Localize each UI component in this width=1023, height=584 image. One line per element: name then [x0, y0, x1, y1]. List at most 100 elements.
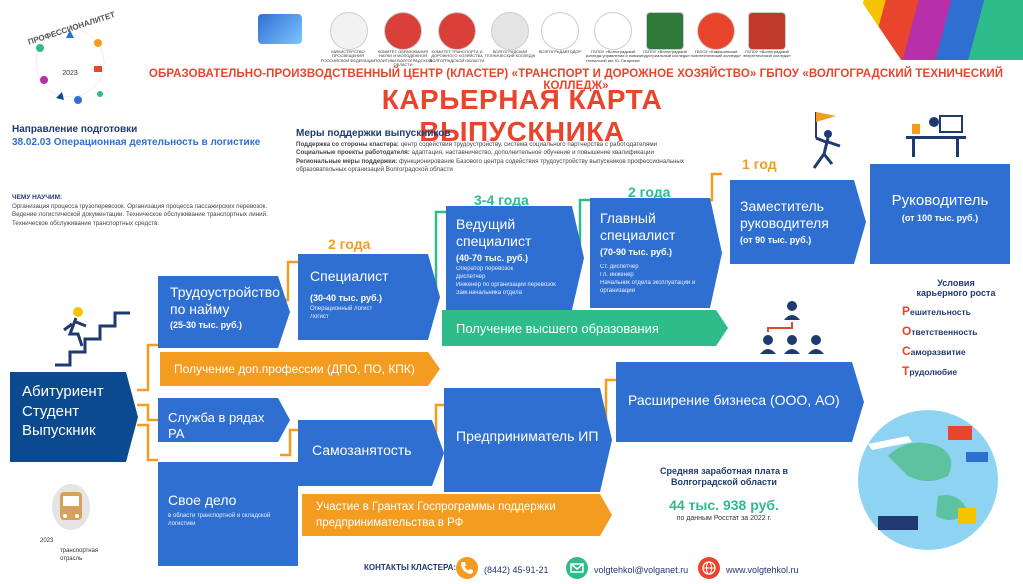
partner-caption: ГБПОУ «Волгоградский энергетический колл…	[743, 49, 791, 59]
expansion-label: Расширение бизнеса (ООО, АО)	[628, 392, 840, 408]
self-employment-label: Самозанятость	[312, 442, 412, 458]
condition-item: Решительность	[896, 304, 1016, 318]
years-label: 3-4 года	[474, 192, 529, 208]
condition-text: рудолюбие	[909, 367, 958, 377]
professionalitet-logo: ПРОФЕССИОНАЛИТЕТ 2023	[20, 8, 120, 112]
support-block: Меры поддержки выпускников Поддержка со …	[296, 128, 716, 174]
partner-caption: ВОЛГОГРАДАВТОДОР	[538, 49, 582, 54]
years-label: 2 года	[628, 184, 671, 200]
condition-letter: Р	[902, 304, 911, 318]
avg-salary-value: 44 тыс. 938 руб.	[669, 496, 779, 513]
grants-band: Участие в Грантах Госпрограммы поддержки…	[302, 494, 612, 536]
support-line-label: Поддержка со стороны кластера:	[296, 141, 399, 148]
head-salary: (от 100 тыс. руб.)	[901, 213, 979, 223]
dpo-band: Получение доп.профессии (ДПО, ПО, КПК)	[160, 352, 440, 386]
chief-salary: (70-90 тыс. руб.)	[600, 246, 673, 257]
partner-logo-rosprof	[258, 14, 302, 44]
partner-emblem-icon	[594, 12, 632, 50]
conditions-title: Условия	[937, 278, 975, 288]
chief-role: Гл. инженер	[600, 271, 634, 278]
army-box: Служба в рядах РА	[158, 398, 290, 442]
support-line-text: функционирование Базового центра содейст…	[296, 157, 684, 174]
email-link[interactable]: volgtehkol@volganet.ru	[594, 565, 689, 575]
email-icon	[566, 557, 588, 579]
deputy-box: Заместитель руководителя (от 90 тыс. руб…	[730, 180, 866, 264]
employment-label: по найму	[170, 300, 230, 317]
partner-emblem-icon	[541, 12, 579, 50]
employment-salary: (25-30 тыс. руб.)	[170, 319, 243, 330]
partner-emblem-icon	[330, 12, 368, 50]
chief-specialist-box: Главный специалист (70-90 тыс. руб.) Ст.…	[590, 198, 722, 308]
support-line-text: адаптация, наставничество, дополнительно…	[409, 149, 654, 157]
partner-caption: ВОЛГОГРАДСКИЙ ТЕХНИЧЕСКИЙ КОЛЛЕДЖ	[484, 49, 536, 59]
teach-block: ЧЕМУ НАУЧИМ: Организация процесса грузоп…	[12, 194, 282, 228]
growth-conditions: Условия карьерного роста Решительность О…	[896, 278, 1016, 384]
org-chart-icon	[760, 301, 824, 354]
condition-letter: С	[902, 344, 911, 358]
support-line: Поддержка со стороны кластера: центр сод…	[296, 141, 716, 149]
condition-text: тветственность	[911, 327, 978, 337]
deputy-label: руководителя	[740, 214, 829, 231]
employment-label: Трудоустройство	[170, 284, 280, 300]
partner-caption: ГБПОУ «Волгоградский колледж управления …	[585, 49, 641, 63]
partner-emblem-icon	[384, 12, 422, 50]
support-title: Меры поддержки выпускников	[296, 128, 451, 139]
condition-letter: О	[902, 324, 912, 338]
specialist-role: Операционный логист	[310, 305, 373, 312]
lead-specialist-box: Ведущий специалист (40-70 тыс. руб.) Опе…	[446, 206, 584, 310]
website-link[interactable]: www.volgtehkol.ru	[726, 565, 799, 575]
own-business-box: Свое дело в области транспортной и склад…	[158, 462, 298, 566]
direction-value: 38.02.03 Операционная деятельность в лог…	[12, 137, 261, 148]
partner-caption: КОМИТЕТ ОБРАЗОВАНИЯ НАУКИ И МОЛОДЕЖНОЙ П…	[374, 49, 432, 68]
years-label: 2 года	[328, 236, 371, 252]
stairs-climber-icon	[55, 307, 130, 367]
condition-text: ешительность	[910, 307, 971, 317]
self-employment-box: Самозанятость	[298, 420, 444, 486]
phone-link[interactable]: (8442) 45-91-21	[484, 565, 549, 575]
contacts-label: КОНТАКТЫ КЛАСТЕРА:	[364, 563, 457, 572]
direction-block: Направление подготовки 38.02.03 Операцио…	[12, 124, 282, 148]
lead-label: специалист	[456, 232, 532, 249]
partner-caption: МИНИСТЕРСТВО ПРОСВЕЩЕНИЯ РОССИЙСКОЙ ФЕДЕ…	[320, 49, 376, 63]
start-line: Студент	[22, 402, 80, 420]
condition-item: Саморазвитие	[896, 344, 1016, 358]
higher-ed-text: Получение высшего образования	[456, 320, 659, 336]
logistics-globe-icon	[858, 410, 998, 550]
support-line: Социальные проекты работодателя: адаптац…	[296, 149, 716, 157]
lead-role: Оператор перевозок	[456, 265, 514, 272]
office-desk-icon	[906, 115, 966, 157]
logo-year: 2023	[62, 70, 78, 77]
partner-emblem-icon	[438, 12, 476, 50]
partner-emblem-icon	[748, 12, 786, 50]
specialist-label: Специалист	[310, 268, 389, 284]
partner-caption: ГБПОУ «Волгоградский индустриальный колл…	[639, 49, 691, 59]
condition-letter: Т	[902, 364, 910, 378]
partner-caption: ГБПОУ «Камышинский политехнический колле…	[690, 49, 742, 59]
chief-label: специалист	[600, 226, 676, 243]
lead-role: Диспетчер	[456, 273, 486, 280]
partner-caption: КОМИТЕТ ТРАНСПОРТА И ДОРОЖНОГО ХОЗЯЙСТВА…	[429, 49, 485, 63]
own-sub: в области транспортной и складской логис…	[168, 512, 271, 527]
page-title: КАРЬЕРНАЯ КАРТА ВЫПУСКНИКА	[381, 84, 663, 147]
partner-emblem-icon	[491, 12, 529, 50]
conditions-title: карьерного роста	[916, 288, 996, 298]
teach-text: Организация процесса грузоперевозок. Орг…	[12, 203, 268, 227]
avg-salary-title: Средняя заработная плата в Волгоградской…	[659, 466, 789, 488]
grants-band-text: Участие в Грантах Госпрограммы поддержки…	[316, 501, 556, 529]
direction-label: Направление подготовки	[12, 124, 138, 135]
support-line-text: центр содействия трудоустройству, систем…	[398, 141, 658, 148]
specialist-box: Специалист (30-40 тыс. руб.) Операционны…	[298, 254, 440, 340]
lead-label: Ведущий	[456, 216, 516, 232]
lead-salary: (40-70 тыс. руб.)	[456, 252, 529, 263]
head-box: Руководитель (от 100 тыс. руб.)	[870, 164, 1010, 264]
chief-role: Начальник отдела эксплуатации и организа…	[600, 279, 696, 294]
teach-label: ЧЕМУ НАУЧИМ:	[12, 194, 63, 201]
chief-label: Главный	[600, 210, 656, 226]
higher-ed-band: Получение высшего образования	[442, 310, 728, 346]
specialist-role: Логист	[310, 313, 329, 320]
dpo-band-text: Получение доп.профессии (ДПО, ПО, КПК)	[174, 362, 415, 376]
partner-emblem-icon	[646, 12, 684, 50]
entrepreneur-box: Предприниматель ИП	[444, 388, 612, 492]
condition-text: аморазвитие	[910, 347, 966, 357]
start-line: Абитуриент	[22, 383, 104, 400]
